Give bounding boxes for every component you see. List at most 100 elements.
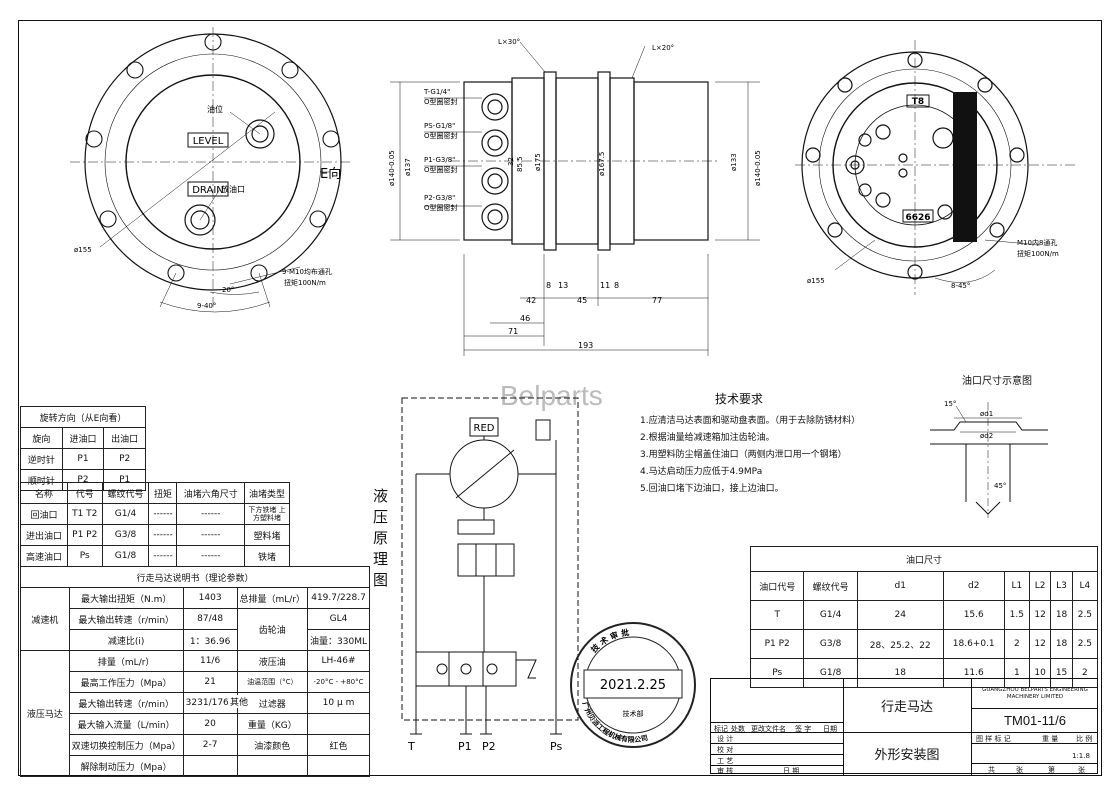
stamp-ring-top: 技 术 审 批 xyxy=(589,627,630,654)
port-ps-label: PS-G1/8" xyxy=(424,122,455,130)
drawing-name: 外形安装图 xyxy=(874,748,940,763)
spec-value: 11/6 xyxy=(182,650,238,672)
spec-key: 最大输出转速（r/min） xyxy=(68,608,184,630)
sheet-label: 共 xyxy=(988,766,995,774)
stamp-date: 2021.2.25 xyxy=(600,678,666,693)
dim-42-label: 42 xyxy=(526,296,536,305)
spec-key: 总排量（mL/r） xyxy=(236,587,309,609)
port-cell: 回油口 xyxy=(20,503,68,525)
dim-77-label: 77 xyxy=(652,296,662,305)
spec-table: 行走马达说明书（理论参数） 减速机 最大输出扭矩（N.m） 1403 总排量（m… xyxy=(20,566,370,777)
port-cell: ------ xyxy=(176,524,245,546)
spec-key: 排量（mL/r） xyxy=(68,650,184,672)
dims-cell: 1.5 xyxy=(1003,600,1030,630)
dims-cell: 18 xyxy=(1050,600,1073,630)
m10-label: M10内8通孔 xyxy=(1017,238,1057,247)
drain-plug xyxy=(184,204,216,236)
dims-cell: 24 xyxy=(856,600,944,630)
dim-8b-label: 8 xyxy=(614,281,619,290)
port-ps-seal: O型圈密封 xyxy=(424,131,458,140)
port-p2: P2 xyxy=(482,740,496,753)
port-cell: ------ xyxy=(176,545,245,567)
spec-value xyxy=(307,713,370,735)
drawing-number: TM01-11/6 xyxy=(972,709,1098,733)
role-label: 设 计 xyxy=(717,735,734,743)
dims-cell: 2 xyxy=(1003,629,1030,659)
l20-label: L×20° xyxy=(652,44,674,52)
motor-symbol xyxy=(449,439,519,509)
sheet-label: 张 xyxy=(1078,766,1085,774)
spec-title: 行走马达说明书（理论参数） xyxy=(20,566,370,588)
spec-key: 最大输出扭矩（N.m） xyxy=(68,587,184,609)
dim-855-label: 85.5 xyxy=(516,156,524,172)
rev-header: 日期 xyxy=(823,725,837,733)
dims-cell: 11.6 xyxy=(942,658,1005,688)
rotation-cell: P2 xyxy=(103,448,146,470)
reducer-label: 减速机 xyxy=(20,587,70,651)
port-cell: 高速油口 xyxy=(20,545,68,567)
spec-key: 油漆颜色 xyxy=(236,734,309,756)
dia-1675-label: ø167.5 xyxy=(598,152,606,176)
dim-11-label: 11 xyxy=(600,281,610,290)
hydraulic-title: 液压原理图 xyxy=(371,488,389,593)
rear-torque-label: 扭矩100N/m xyxy=(1017,249,1059,258)
rotation-header: 进油口 xyxy=(61,427,105,449)
port-t-label: T-G1/4" xyxy=(423,88,450,96)
port-cell: G3/8 xyxy=(101,524,150,546)
spec-key: 最大输出转速（r/min） xyxy=(68,692,184,714)
spec-value: 2-7 xyxy=(182,734,238,756)
rear-dia-label: ø155 xyxy=(807,277,825,285)
port-header: 名称 xyxy=(20,482,68,504)
dims-cell: 18.6+0.1 xyxy=(942,629,1005,659)
dims-cell: 28、25.2、22 xyxy=(856,629,944,659)
spec-value: -20°C - +80°C xyxy=(307,671,370,693)
scale-value: 1:1.8 xyxy=(1072,752,1090,760)
spec-value: 87/48 xyxy=(182,608,238,630)
sketch-d2-label: ød2 xyxy=(980,432,993,440)
port-cell: ------ xyxy=(176,503,245,525)
gear-oil-label: 齿轮油 xyxy=(236,608,309,651)
sheet-label: 第 xyxy=(1048,766,1055,774)
drain-port-label: 放油口 xyxy=(221,184,245,194)
rotation-table: 旋转方向（从E向看） 旋向 进油口 出油口 逆时针 P1 P2 顺时针 P2 P… xyxy=(20,406,146,491)
port-header: 扭矩 xyxy=(148,482,178,504)
dim-46-label: 46 xyxy=(520,314,530,323)
rev-header: 更改文件名 xyxy=(751,725,786,733)
dims-header: d1 xyxy=(856,571,944,601)
spec-value: 20 xyxy=(182,713,238,735)
rotation-cell: P1 xyxy=(61,448,105,470)
port-p1-label: P1-G3/8" xyxy=(424,156,455,164)
port-cell: P1 P2 xyxy=(66,524,103,546)
tag-t8: T8 xyxy=(912,97,924,107)
dim-71-label: 71 xyxy=(508,327,518,336)
spec-key: 双速切换控制压力（Mpa） xyxy=(68,734,184,756)
rev-header: 处数 xyxy=(731,725,745,733)
sketch-45-label: 45° xyxy=(994,482,1006,490)
dims-header: L4 xyxy=(1071,571,1099,601)
spec-key: 最高工作压力（Mpa） xyxy=(68,671,184,693)
torque-label: 扭矩100N/m xyxy=(284,278,326,287)
stage-header: 图 样 标 记 xyxy=(976,735,1011,743)
rev-header: 签 字 xyxy=(795,725,812,733)
drawing-frame xyxy=(18,20,1102,776)
port-cell: T1 T2 xyxy=(66,503,103,525)
angle-9x40-label: 9-40° xyxy=(197,302,216,310)
dims-cell: 15.6 xyxy=(942,600,1005,630)
port-cell: G1/8 xyxy=(101,545,150,567)
port-p2-seal: O型圈密封 xyxy=(424,203,458,212)
dims-cell: 18 xyxy=(1050,629,1073,659)
spec-value: LH-46# xyxy=(307,650,370,672)
requirement-item: 5.回油口堵下边油口，接上边油口。 xyxy=(640,484,784,494)
dims-header: L1 xyxy=(1003,571,1030,601)
dim-193-label: 193 xyxy=(578,341,593,350)
requirements-title: 技术要求 xyxy=(715,392,764,406)
red-label: RED xyxy=(474,423,495,434)
spec-key: 油温范围（°C） xyxy=(236,671,309,693)
spec-key: 减速比(i) xyxy=(68,629,184,651)
spec-key: 重量（KG） xyxy=(236,713,309,735)
sheet-label: 张 xyxy=(1016,766,1023,774)
dia-left-label: ø140-0.05 xyxy=(388,150,396,186)
port-sketch-title: 油口尺寸示意图 xyxy=(962,376,1032,387)
sketch-15-label: 15° xyxy=(944,400,956,408)
dims-header: L2 xyxy=(1028,571,1052,601)
